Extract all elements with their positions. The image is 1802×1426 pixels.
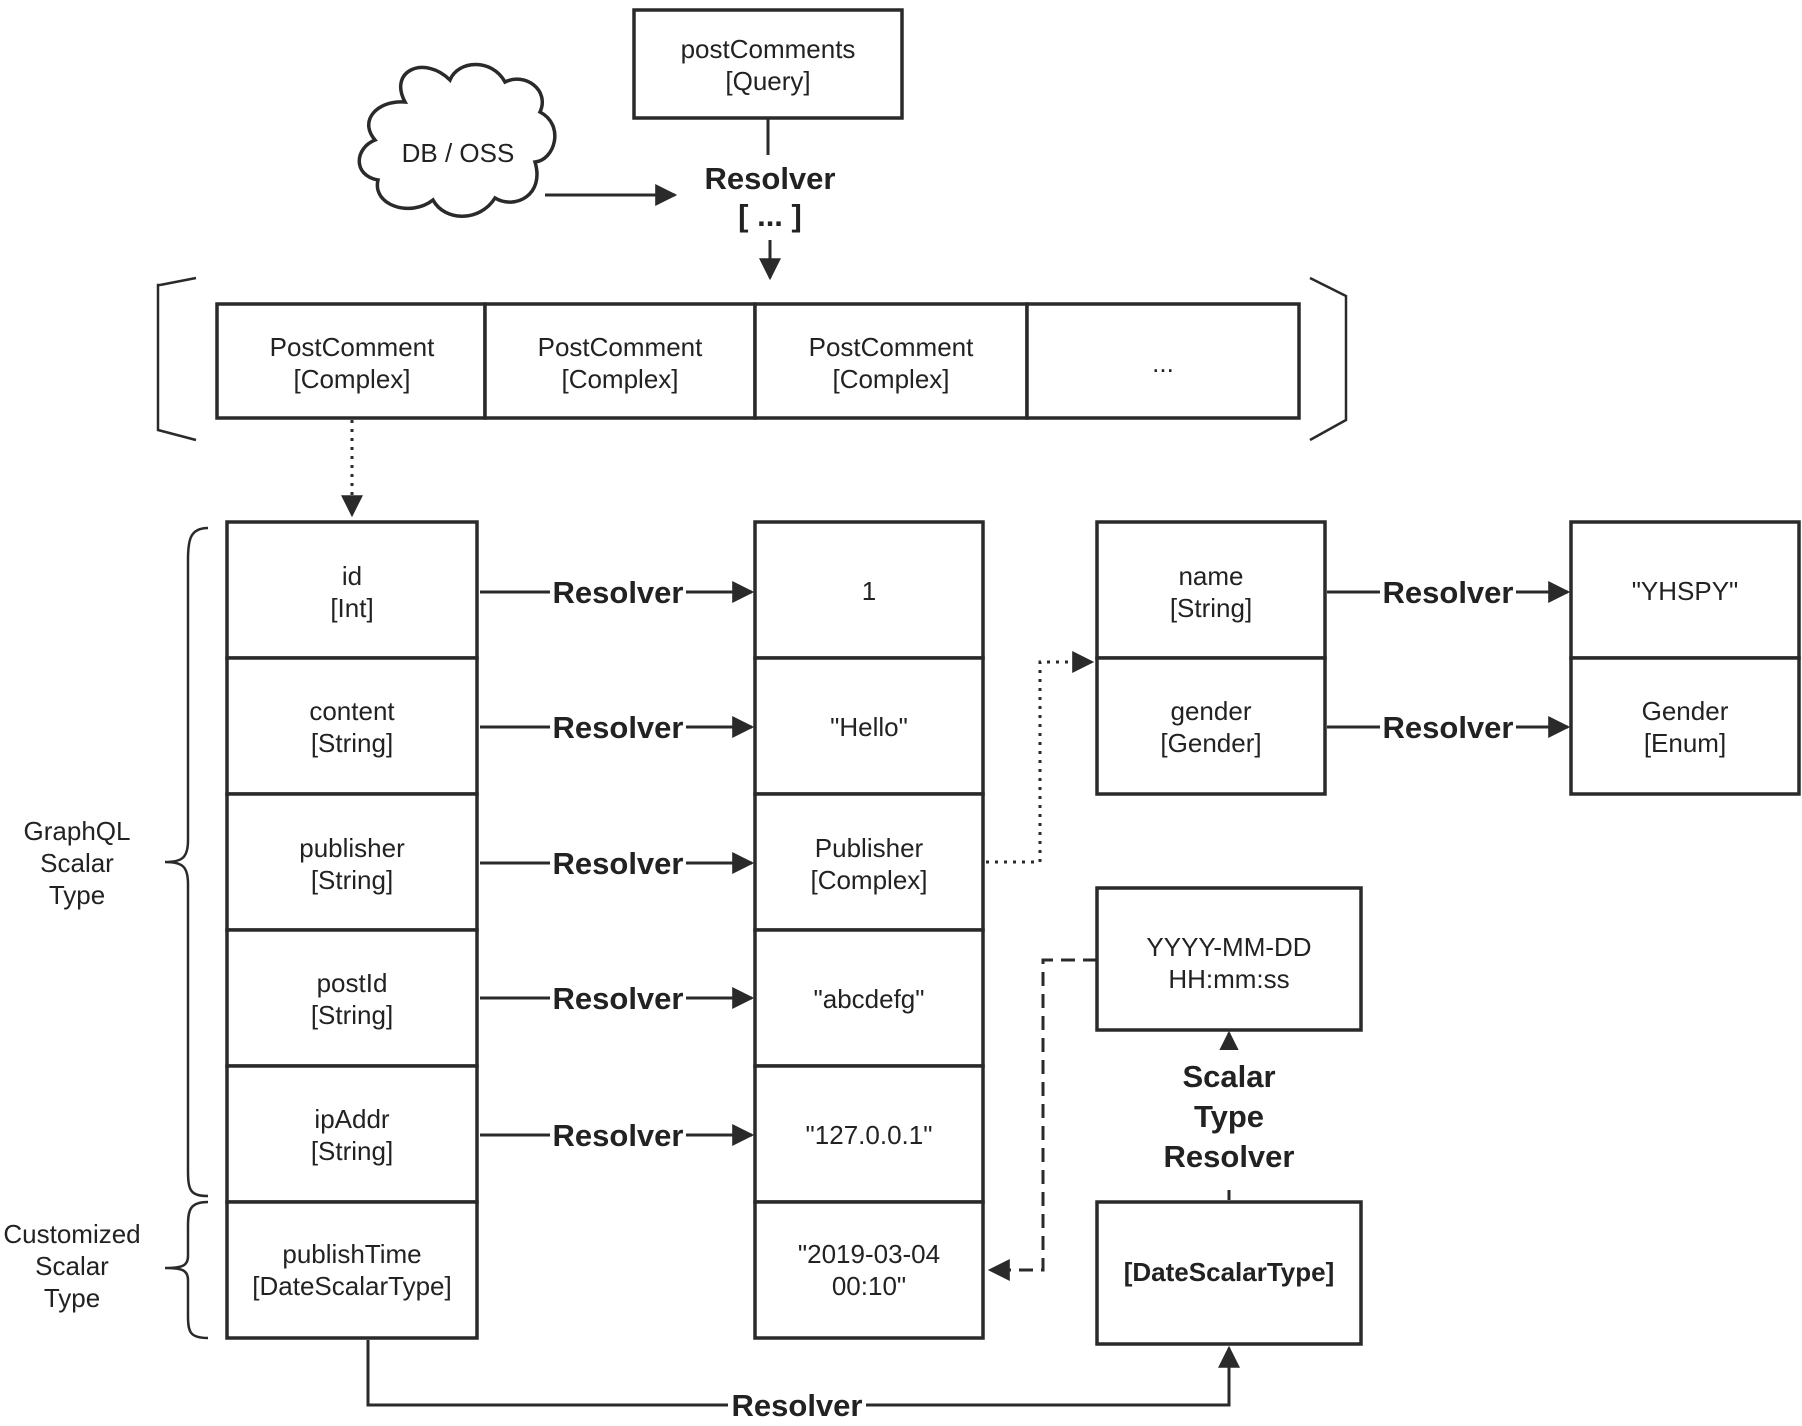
resolver-ipaddr-label: Resolver — [553, 1118, 684, 1153]
field-ipaddr-name: ipAddr — [314, 1104, 389, 1134]
value-ipaddr: "127.0.0.1" — [806, 1120, 933, 1150]
value-publisher-line1: Publisher — [815, 833, 924, 863]
field-ipaddr — [225, 1064, 479, 1204]
query-node: postComments [Query] — [632, 8, 904, 120]
field-publishtime — [225, 1200, 479, 1340]
db-oss-cloud: DB / OSS — [357, 62, 557, 218]
publisher-resolver-arrows: Resolver Resolver — [1327, 575, 1571, 745]
post-comment-0-type: [Complex] — [293, 364, 410, 394]
list-open-bracket — [156, 276, 197, 442]
date-format-line1: YYYY-MM-DD — [1146, 932, 1311, 962]
publisher-to-subfields-arrow — [986, 651, 1095, 864]
field-content — [225, 656, 479, 796]
graphql-scalar-label-line1: GraphQL — [24, 816, 131, 846]
value-publishtime-line2: 00:10" — [832, 1271, 906, 1301]
resolver-gender-label: Resolver — [1383, 710, 1514, 745]
resolver-content-label: Resolver — [553, 710, 684, 745]
scalar-resolver-line2: Type — [1194, 1099, 1264, 1134]
top-resolver-label: Resolver — [705, 161, 836, 196]
field-publisher-name: publisher — [299, 833, 405, 863]
field-id-type: [Int] — [330, 593, 373, 623]
customized-scalar-label-line2: Scalar — [35, 1251, 109, 1281]
top-resolver-sub: [ ... ] — [738, 198, 802, 233]
post-comment-0-name: PostComment — [270, 332, 435, 362]
publisher-field-name-type: [String] — [1170, 593, 1252, 623]
date-format-to-value-arrow — [987, 958, 1097, 1281]
graphql-scalar-brace — [164, 526, 209, 1198]
post-comment-2-name: PostComment — [809, 332, 974, 362]
publisher-value-name: "YHSPY" — [1632, 576, 1739, 606]
db-oss-label: DB / OSS — [402, 138, 515, 168]
field-publisher — [225, 792, 479, 932]
value-postid: "abcdefg" — [814, 984, 925, 1014]
resolver-id-label: Resolver — [553, 575, 684, 610]
list-close-bracket — [1309, 276, 1348, 442]
publisher-value-gender-line1: Gender — [1642, 696, 1729, 726]
customized-scalar-label-line3: Type — [44, 1283, 100, 1313]
publisher-field-name-name: name — [1178, 561, 1243, 591]
publisher-value-gender-line2: [Enum] — [1644, 728, 1726, 758]
field-resolver-labels: Resolver Resolver Resolver Resolver Reso… — [550, 575, 686, 1153]
field-postid-type: [String] — [311, 1000, 393, 1030]
field-publishtime-name: publishTime — [282, 1239, 421, 1269]
field-column: id [Int] content [String] publisher [Str… — [225, 520, 479, 1340]
resolver-publisher-label: Resolver — [553, 846, 684, 881]
publisher-field-gender-type: [Gender] — [1160, 728, 1261, 758]
value-publisher-line2: [Complex] — [810, 865, 927, 895]
post-comment-1-type: [Complex] — [561, 364, 678, 394]
date-scalar-type-label: [DateScalarType] — [1124, 1257, 1335, 1287]
query-node-name: postComments — [681, 34, 856, 64]
scalar-resolver-line3: Resolver — [1164, 1139, 1295, 1174]
post-comment-list: PostComment [Complex] PostComment [Compl… — [215, 302, 1301, 420]
publisher-field-column: name [String] gender [Gender] — [1095, 520, 1327, 796]
bottom-resolver-label: Resolver — [732, 1388, 863, 1423]
value-column: 1 "Hello" Publisher [Complex] "abcdefg" … — [753, 520, 985, 1340]
field-postid-name: postId — [317, 968, 388, 998]
field-postid — [225, 928, 479, 1068]
post-comment-1-name: PostComment — [538, 332, 703, 362]
date-format-line2: HH:mm:ss — [1168, 964, 1289, 994]
customized-scalar-brace — [164, 1200, 209, 1340]
value-publishtime-line1: "2019-03-04 — [798, 1239, 940, 1269]
value-content: "Hello" — [830, 712, 908, 742]
post-comment-ellipsis: ... — [1152, 348, 1174, 378]
publisher-field-gender-name: gender — [1171, 696, 1252, 726]
resolver-name-label: Resolver — [1383, 575, 1514, 610]
field-ipaddr-type: [String] — [311, 1136, 393, 1166]
publisher-value-column: "YHSPY" Gender [Enum] — [1569, 520, 1801, 796]
value-id: 1 — [862, 576, 876, 606]
field-content-type: [String] — [311, 728, 393, 758]
graphql-scalar-label-line2: Scalar — [40, 848, 114, 878]
customized-scalar-label-line1: Customized — [3, 1219, 140, 1249]
resolver-postid-label: Resolver — [553, 981, 684, 1016]
query-node-type: [Query] — [725, 66, 810, 96]
scalar-resolver-line1: Scalar — [1182, 1059, 1275, 1094]
post-comment-2-type: [Complex] — [832, 364, 949, 394]
field-content-name: content — [309, 696, 395, 726]
graphql-scalar-label-line3: Type — [49, 880, 105, 910]
date-format-node: YYYY-MM-DD HH:mm:ss — [1095, 886, 1363, 1032]
field-id-name: id — [342, 561, 362, 591]
field-publishtime-type: [DateScalarType] — [252, 1271, 451, 1301]
date-scalar-type-node: [DateScalarType] — [1095, 1200, 1363, 1346]
field-publisher-type: [String] — [311, 865, 393, 895]
